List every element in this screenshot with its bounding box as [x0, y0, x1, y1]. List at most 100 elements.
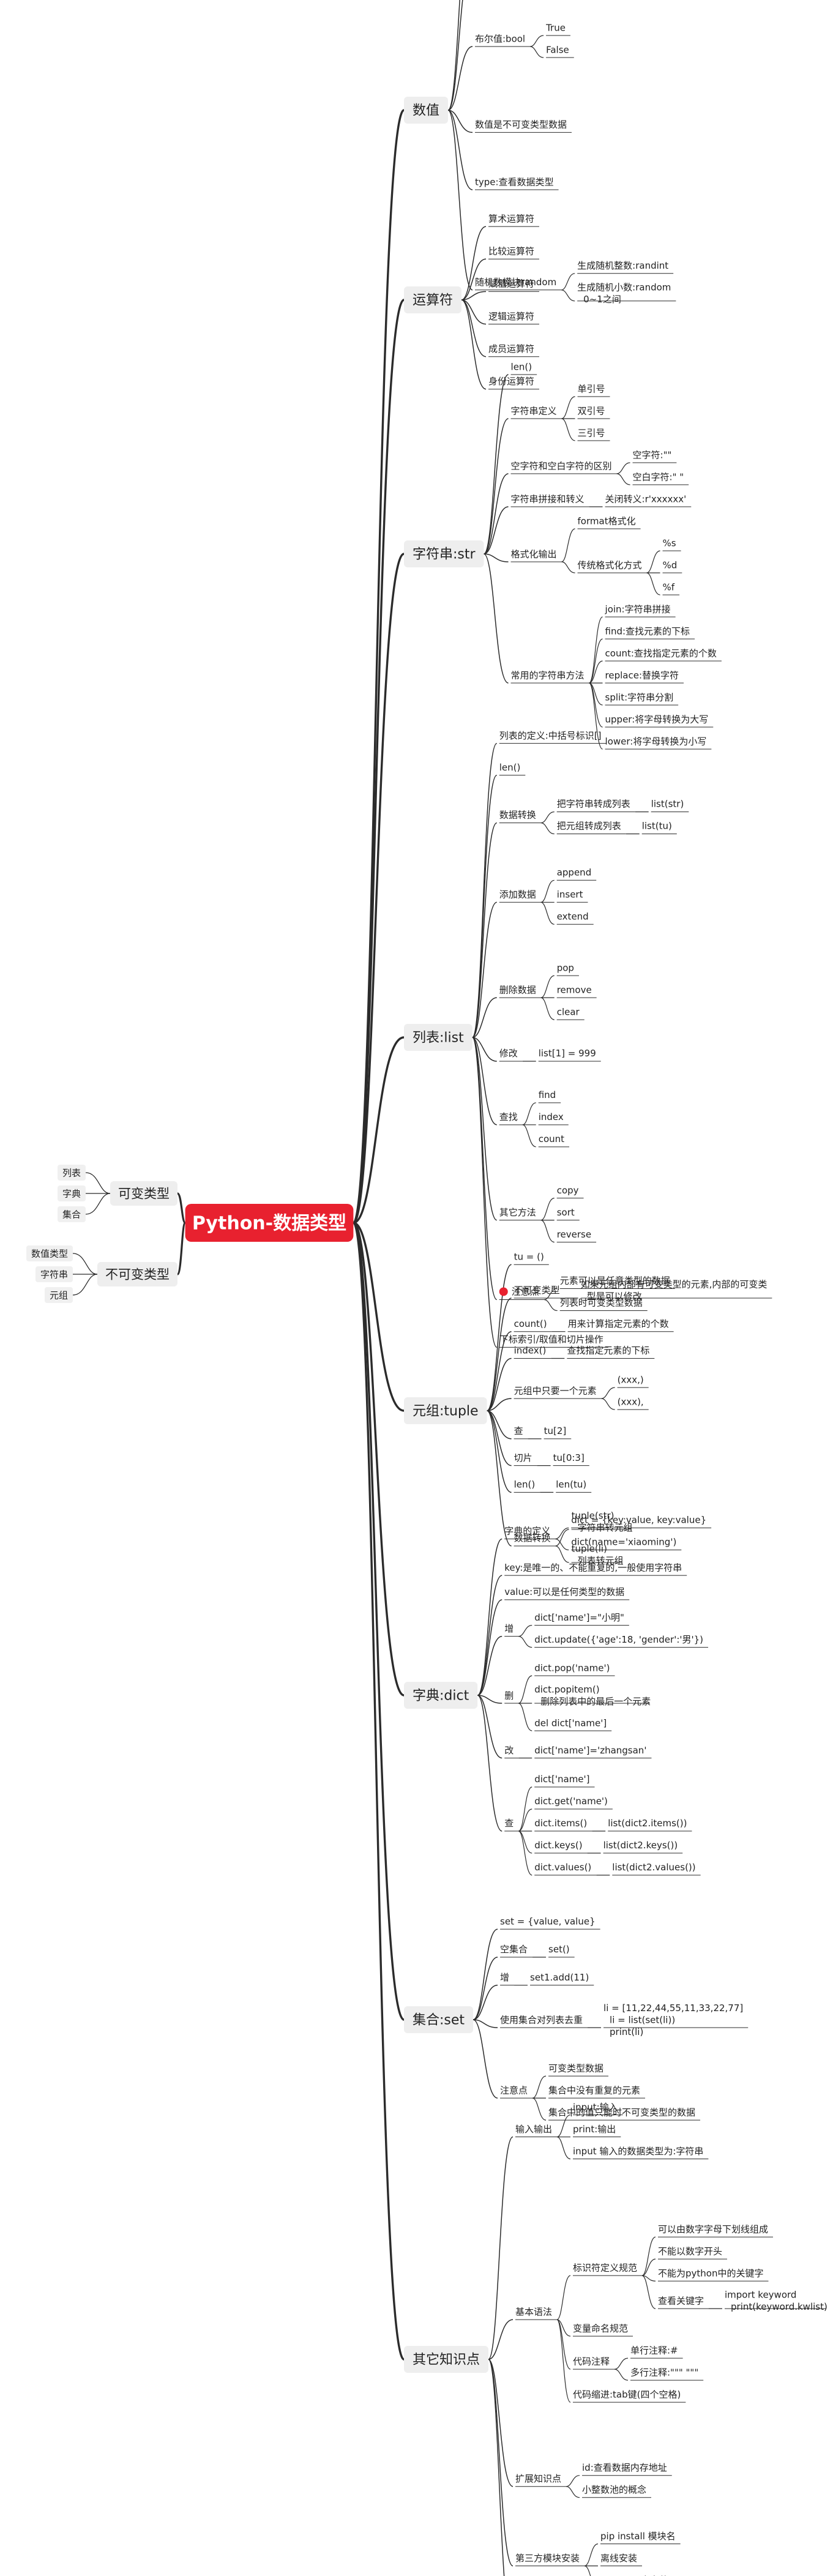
node-d2: 切片: [514, 1452, 532, 1463]
node-d2: 扩展知识点: [515, 2473, 561, 2484]
node-d4: 不能为python中的关键字: [658, 2268, 763, 2279]
node-d2: 布尔值:bool: [475, 33, 525, 44]
node-d3: 关闭转义:r'xxxxxx': [605, 493, 687, 504]
node-d3: dict.keys(): [534, 1840, 582, 1851]
node-d2: 元组中只要一个元素: [514, 1385, 597, 1396]
node-d2: 字符串定义: [511, 405, 557, 416]
node-d3: id:查看数据内存地址: [582, 2462, 667, 2473]
node-d4: 不能以数字开头: [658, 2246, 722, 2257]
node-d3: 生成随机整数:randint: [577, 260, 668, 271]
node-d3: find:查找元素的下标: [605, 625, 690, 637]
node-d3: 集合中的值只能时不可变类型的数据: [548, 2107, 695, 2118]
node-d2: count(): [514, 1318, 547, 1329]
node-d2: 数据转换: [499, 810, 536, 821]
node-d2: 修改: [499, 1048, 518, 1059]
node-d2: 删: [504, 1690, 514, 1701]
node-d3: clear: [557, 1006, 580, 1017]
branch-label: 字典:dict: [413, 1689, 469, 1704]
left-group-label: 不可变类型: [105, 1267, 170, 1282]
node-d2: 逻辑运算符: [488, 311, 534, 322]
node-d2: 成员运算符: [488, 343, 534, 354]
node-d2: 注意点: [500, 2085, 528, 2096]
branch-node: [404, 97, 449, 124]
node-d2: value:可以是任何类型的数据: [504, 1586, 624, 1597]
node-d4: %f: [663, 581, 675, 592]
left-leaf-label: 列表: [62, 1167, 81, 1178]
node-d2: 字符串拼接和转义: [511, 493, 585, 504]
node-d2: 删除数据: [499, 984, 536, 995]
left-leaf-label: 字符串: [40, 1269, 68, 1280]
node-d3: upper:将字母转换为大写: [605, 714, 709, 725]
node-d3: append: [557, 867, 592, 878]
node-d4: list(dict2.values()): [612, 1862, 695, 1873]
node-d2: len(): [499, 762, 521, 773]
branch-node: [404, 2346, 489, 2373]
node-d3: input 输入的数据类型为:字符串: [573, 2146, 703, 2157]
node-d2: 格式化输出: [511, 548, 557, 559]
node-d4: %s: [663, 537, 676, 548]
node-d3: replace:替换字符: [605, 670, 679, 681]
node-d3: set1.add(11): [530, 1972, 589, 1983]
node-d3: 可变类型数据: [548, 2063, 603, 2074]
node-d3: 把元组转成列表: [557, 821, 621, 832]
node-d3: li = [11,22,44,55,11,33,22,77]li = list(…: [603, 2003, 743, 2037]
node-d2: index(): [514, 1345, 547, 1356]
node-d2: 列表的定义:中括号标识[]: [499, 730, 602, 741]
node-d2: 身份运算符: [488, 376, 534, 387]
node-d3: 代码注释: [573, 2356, 610, 2367]
branch-label: 其它知识点: [413, 2353, 480, 2368]
node-d2: 比较运算符: [488, 246, 534, 257]
node-d3: index: [539, 1111, 564, 1122]
left-leaf-node: [45, 1287, 73, 1303]
node-d4: list(dict2.keys()): [603, 1840, 678, 1851]
node-d2: 注意点: [512, 1286, 539, 1297]
node-d3: count:查找指定元素的个数: [605, 648, 717, 659]
left-leaf-label: 元组: [50, 1290, 68, 1301]
node-d3: pip install 模块名: [600, 2531, 676, 2542]
left-leaf-label: 数值类型: [31, 1248, 68, 1259]
node-d3: tuple(str)字符串转元组: [572, 1510, 633, 1533]
node-d3: 列表时可变类型数据: [560, 1297, 643, 1309]
node-d3: dict['name']="小明": [534, 1612, 624, 1623]
node-d4: list(tu): [642, 821, 672, 832]
node-d2: 查找: [499, 1111, 518, 1122]
branch-label: 字符串:str: [413, 547, 476, 562]
left-group-node: [97, 1262, 177, 1286]
node-d3: list[1] = 999: [539, 1048, 596, 1059]
node-d3: 代码缩进:tab键(四个空格): [573, 2389, 681, 2400]
node-d2: 赋值运算符: [488, 278, 534, 289]
node-d2: 算术运算符: [488, 213, 534, 224]
node-d2: 第三方模块安装: [515, 2553, 580, 2564]
node-d3: format格式化: [578, 515, 636, 526]
node-d2: 空字符和空白字符的区别: [511, 460, 612, 471]
root-title: Python-数据类型: [192, 1213, 346, 1234]
branch-node: [404, 2006, 474, 2033]
node-d3: print:输出: [573, 2124, 616, 2135]
node-d3: dict.values(): [534, 1862, 591, 1873]
node-d3: tu[2]: [544, 1425, 567, 1436]
node-d2: 下标索引/取值和切片操作: [499, 1334, 603, 1345]
branch-node: [404, 1682, 478, 1709]
branch-node: [404, 1024, 473, 1051]
node-d2: 常用的字符串方法: [511, 670, 585, 681]
left-leaf-node: [58, 1206, 86, 1222]
node-d2: tu = (): [514, 1251, 544, 1262]
connector-lines: [72, 0, 826, 2576]
node-d3: copy: [557, 1185, 579, 1196]
node-d2: 随机数模块random: [475, 277, 556, 288]
warning-dot-icon: [499, 1287, 508, 1296]
node-d2: 基本语法: [515, 2306, 552, 2317]
node-d4: 单行注释:#: [630, 2345, 678, 2356]
node-d2: 改: [504, 1745, 514, 1756]
node-d3: False: [546, 44, 569, 55]
node-d2: 其它方法: [499, 1207, 536, 1218]
node-d2: 添加数据: [499, 889, 536, 900]
node-d3: dict['name']='zhangsan': [534, 1745, 646, 1756]
node-d3: (xxx,): [618, 1374, 644, 1385]
left-leaf-node: [35, 1266, 73, 1282]
node-d3: 小整数池的概念: [582, 2484, 646, 2495]
node-d3: sort: [557, 1207, 575, 1218]
node-d3: 把字符串转成列表: [557, 799, 630, 810]
